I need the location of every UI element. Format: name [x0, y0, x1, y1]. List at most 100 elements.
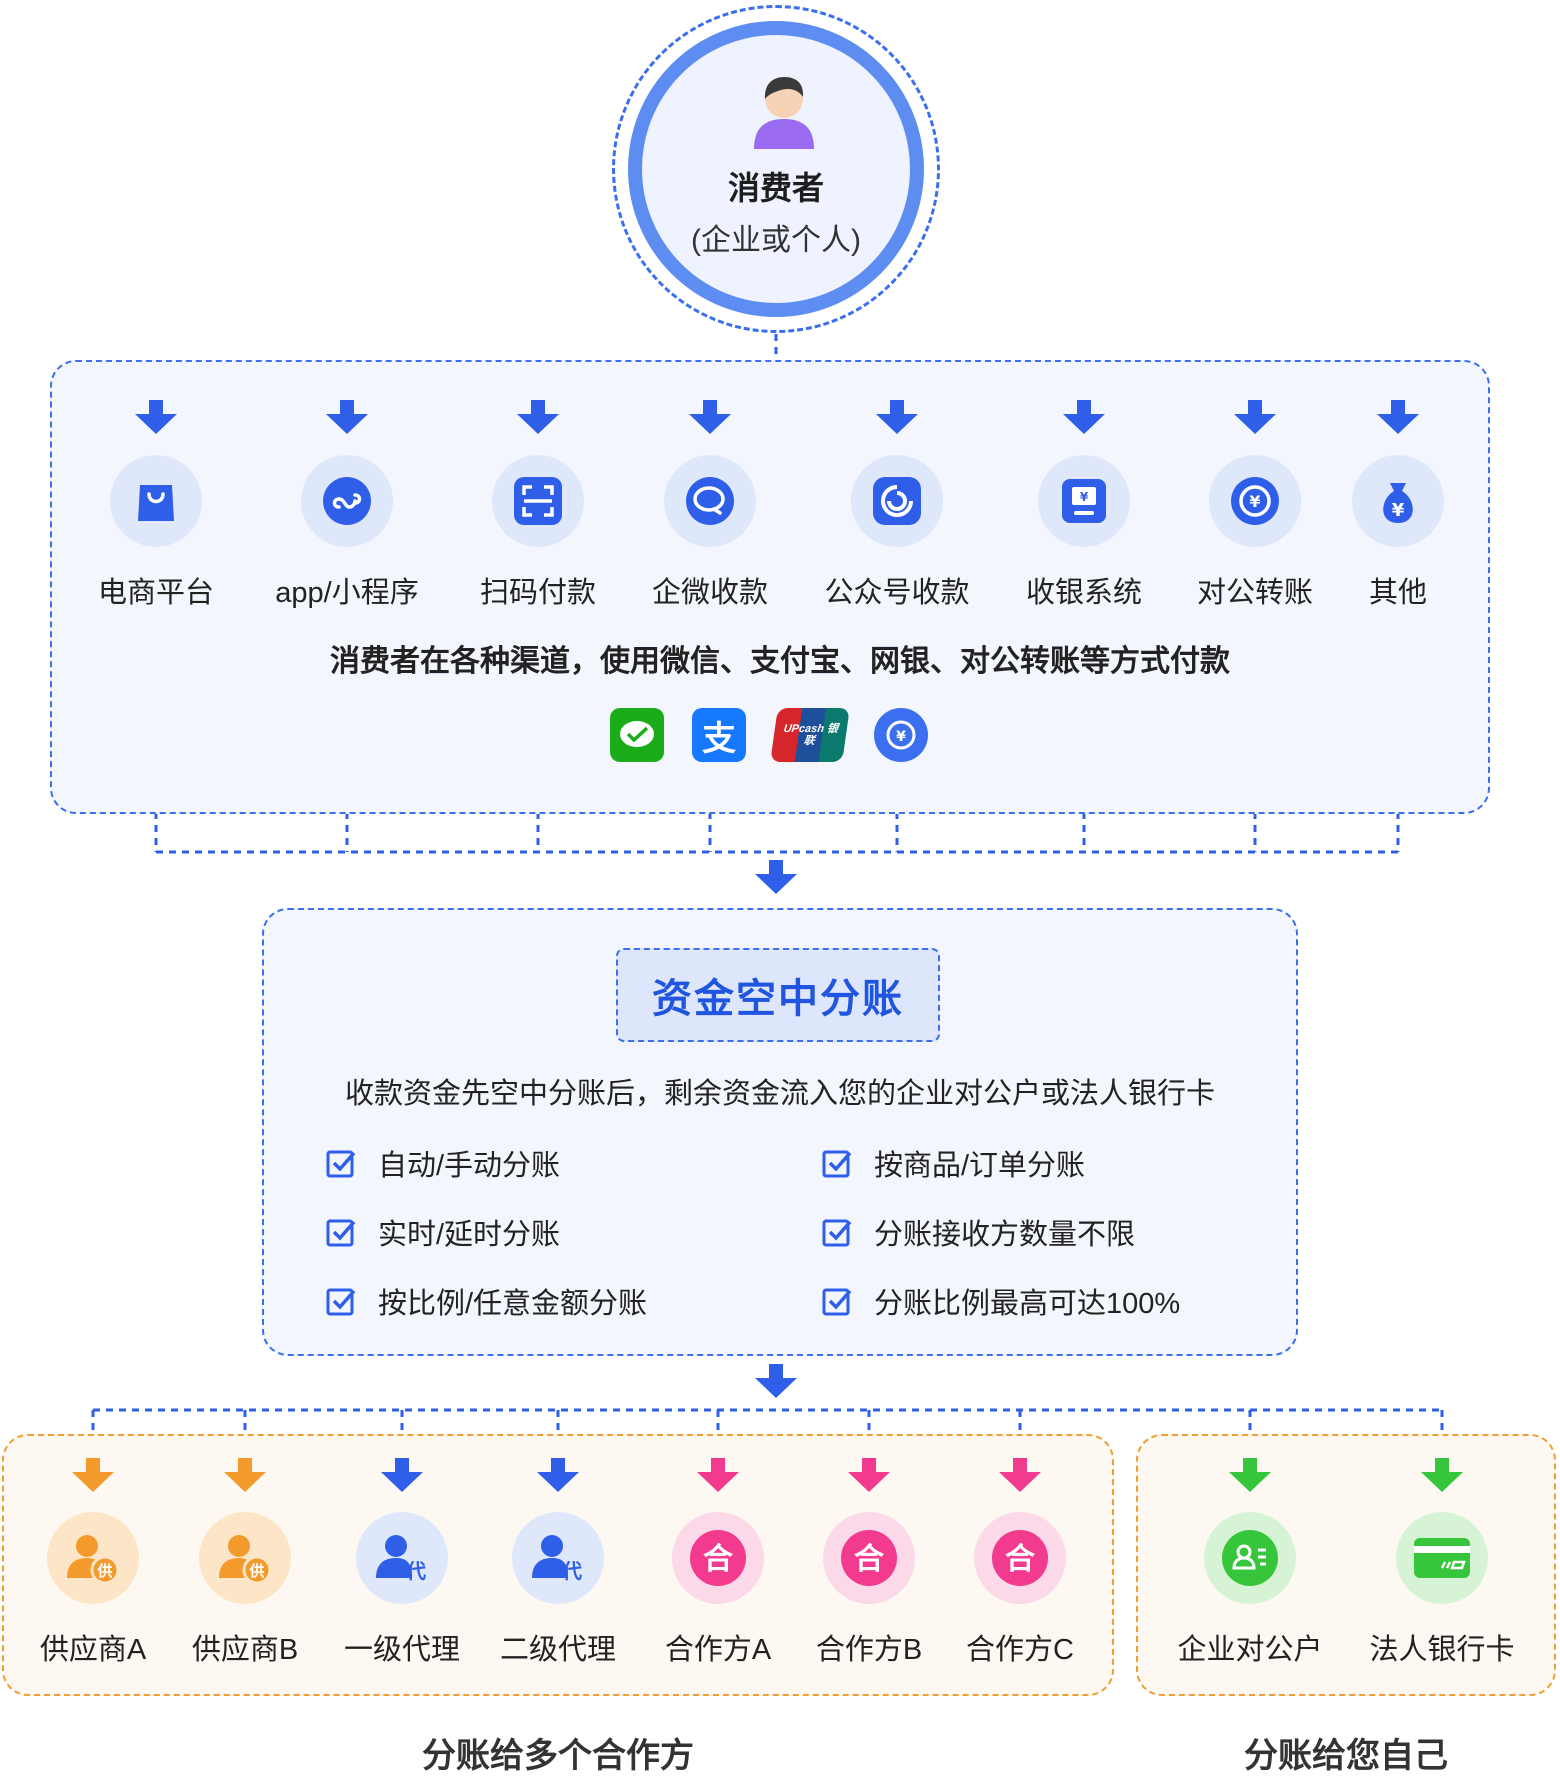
- checkbox-checked-icon: [326, 1219, 356, 1247]
- recipient-agent-level1: 代 一级代理: [322, 1512, 482, 1668]
- recipient-partner-c: 合 合作方C: [940, 1512, 1100, 1668]
- arrow-stem: [531, 400, 545, 414]
- self-section-title: 分账给您自己: [1244, 1737, 1448, 1775]
- arrow-stem: [395, 1458, 409, 1472]
- down-arrow: [876, 414, 918, 434]
- arrow-stem: [1248, 400, 1262, 414]
- arrow-stem: [769, 1364, 783, 1378]
- unionpay-glyph: UPcash 银联: [782, 723, 839, 747]
- channel-ecommerce: 电商平台: [76, 455, 236, 611]
- recipient-label: 合作方A: [664, 1634, 772, 1666]
- down-arrow: [326, 414, 368, 434]
- recipient-supplier-b: 供 供应商B: [165, 1512, 325, 1668]
- arrow-stem: [1391, 400, 1405, 414]
- down-arrow: [999, 1472, 1041, 1492]
- checkbox-checked-icon: [326, 1150, 356, 1178]
- feature-label: 实时/延时分账: [378, 1219, 561, 1251]
- feature-item: 按比例/任意金额分账: [326, 1280, 647, 1322]
- arrow-stem: [86, 1458, 100, 1472]
- arrow-stem: [340, 400, 354, 414]
- channel-label: 收银系统: [1025, 577, 1142, 609]
- recipient-legal-bank-card: 法人银行卡: [1362, 1512, 1522, 1668]
- recipient-label: 供应商A: [39, 1634, 147, 1666]
- split-description: 收款资金先空中分账后，剩余资金流入您的企业对公户或法人银行卡: [344, 1078, 1215, 1110]
- checkbox-checked-icon: [326, 1288, 356, 1316]
- official-account-icon: [851, 455, 943, 547]
- down-arrow: [1234, 414, 1276, 434]
- channel-app: app/小程序: [267, 455, 427, 611]
- recipient-label: 合作方C: [966, 1634, 1074, 1666]
- agent-icon: 代: [356, 1512, 448, 1604]
- partner-icon: 合: [974, 1512, 1066, 1604]
- recipient-partner-a: 合 合作方A: [638, 1512, 798, 1668]
- down-arrow: [697, 1472, 739, 1492]
- wechat-pay-icon: [610, 708, 664, 762]
- svg-text:¥: ¥: [1392, 500, 1405, 521]
- checkbox-checked-icon: [822, 1219, 852, 1247]
- bank-transfer-icon: ¥: [874, 708, 928, 762]
- feature-item: 实时/延时分账: [326, 1211, 560, 1253]
- channel-label: 对公转账: [1196, 577, 1313, 609]
- channel-label: 电商平台: [97, 577, 214, 609]
- down-arrow: [1377, 414, 1419, 434]
- svg-text:代: 代: [405, 1559, 426, 1583]
- arrow-stem: [1077, 400, 1091, 414]
- split-title: 资金空中分账: [616, 948, 940, 1042]
- feature-item: 分账比例最高可达100%: [822, 1280, 1180, 1322]
- down-arrow: [1421, 1472, 1463, 1492]
- recipient-label: 合作方B: [815, 1634, 923, 1666]
- feature-label: 自动/手动分账: [378, 1150, 561, 1182]
- channel-label: 其他: [1368, 577, 1427, 609]
- arrow-stem: [551, 1458, 565, 1472]
- feature-label: 分账比例最高可达100%: [874, 1288, 1181, 1320]
- recipient-supplier-a: 供 供应商A: [13, 1512, 173, 1668]
- recipient-label: 一级代理: [343, 1634, 460, 1666]
- channel-scan: 扫码付款: [458, 455, 618, 611]
- mini-program-icon: [301, 455, 393, 547]
- corporate-account-icon: [1204, 1512, 1296, 1604]
- down-arrow: [381, 1472, 423, 1492]
- svg-text:供: 供: [96, 1562, 112, 1580]
- down-arrow: [755, 1378, 797, 1398]
- shopping-bag-icon: [110, 455, 202, 547]
- down-arrow: [1063, 414, 1105, 434]
- supplier-icon: 供: [199, 1512, 291, 1604]
- arrow-stem: [149, 400, 163, 414]
- down-arrow: [135, 414, 177, 434]
- channel-other: ¥ 其他: [1318, 455, 1478, 611]
- channels-panel: [50, 360, 1490, 814]
- arrow-stem: [890, 400, 904, 414]
- alipay-glyph: 支: [702, 719, 736, 758]
- arrow-stem: [703, 400, 717, 414]
- channel-pos: ¥ 收银系统: [1004, 455, 1164, 611]
- unionpay-icon: UPcash 银联: [770, 708, 850, 762]
- svg-text:合: 合: [854, 1542, 884, 1577]
- channel-official-account: 公众号收款: [817, 455, 977, 611]
- channel-label: 企微收款: [651, 577, 768, 609]
- feature-label: 按比例/任意金额分账: [378, 1288, 648, 1320]
- user-avatar-icon: [754, 77, 814, 149]
- money-bag-icon: ¥: [1352, 455, 1444, 547]
- arrow-stem: [1435, 1458, 1449, 1472]
- down-arrow: [755, 874, 797, 894]
- down-arrow: [537, 1472, 579, 1492]
- checkbox-checked-icon: [822, 1150, 852, 1178]
- arrow-stem: [238, 1458, 252, 1472]
- alipay-icon: 支: [692, 708, 746, 762]
- recipient-label: 二级代理: [499, 1634, 616, 1666]
- channel-transfer: ¥ 对公转账: [1175, 455, 1335, 611]
- checkbox-checked-icon: [822, 1288, 852, 1316]
- down-arrow: [689, 414, 731, 434]
- scan-code-icon: [492, 455, 584, 547]
- svg-text:¥: ¥: [1080, 490, 1089, 504]
- recipient-corporate-account: 企业对公户: [1170, 1512, 1330, 1668]
- arrow-stem: [769, 860, 783, 874]
- feature-item: 分账接收方数量不限: [822, 1211, 1135, 1253]
- channel-label: 扫码付款: [479, 577, 596, 609]
- supplier-icon: 供: [47, 1512, 139, 1604]
- recipient-agent-level2: 代 二级代理: [478, 1512, 638, 1668]
- feature-item: 自动/手动分账: [326, 1142, 560, 1184]
- arrow-stem: [1013, 1458, 1027, 1472]
- recipient-label: 供应商B: [191, 1634, 299, 1666]
- partner-icon: 合: [672, 1512, 764, 1604]
